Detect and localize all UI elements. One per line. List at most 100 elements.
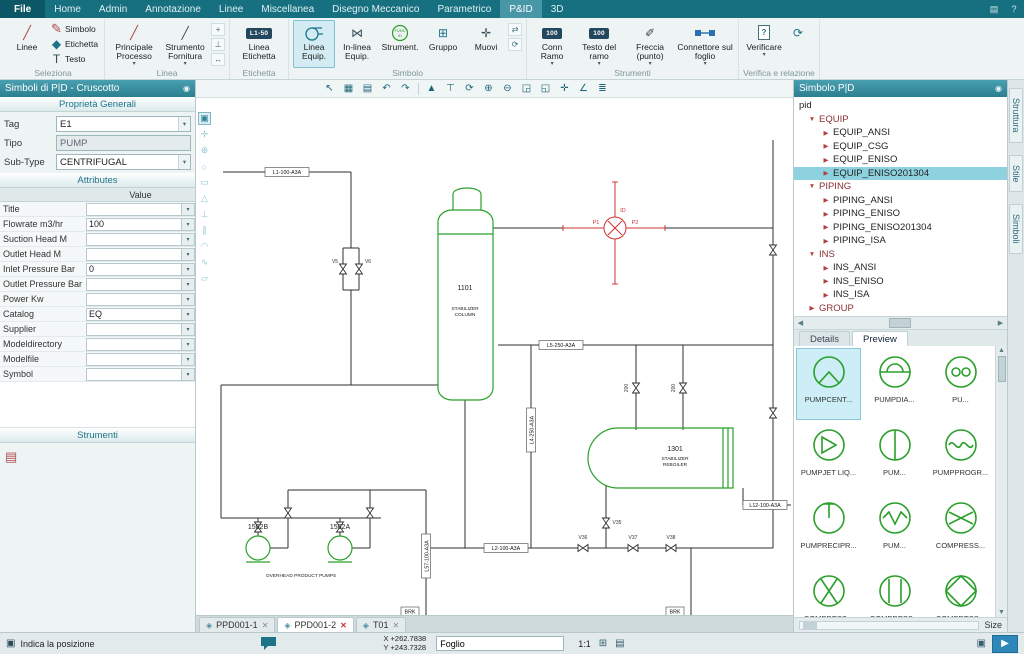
zoom-extents-icon[interactable]: ◱ [540, 83, 551, 94]
section-strumenti[interactable]: Strumenti [0, 428, 195, 443]
tree-node-ins-ansi[interactable]: ▶INS_ANSI [823, 262, 877, 274]
menu-tab-annotazione[interactable]: Annotazione [145, 3, 201, 15]
branch-text-button[interactable]: 100 Testo del ramo▾ [582, 27, 617, 67]
chevron-down-icon[interactable]: ▾ [182, 367, 195, 381]
scroll-down-icon[interactable]: ▼ [998, 609, 1005, 616]
zoom-in-icon[interactable]: ⊕ [484, 83, 493, 94]
supplier-value[interactable] [86, 322, 182, 336]
select-tool-icon[interactable]: ↖ [325, 83, 334, 94]
power-value[interactable] [86, 292, 182, 306]
tree-node-piping[interactable]: ▼PIPING [808, 181, 852, 193]
tree-node-group[interactable]: ▶GROUP [809, 302, 854, 314]
tree-expanded-icon[interactable]: ▼ [808, 250, 816, 258]
chevron-down-icon[interactable]: ▾ [182, 352, 195, 366]
symbol-compressor-3[interactable]: COMPRESS... [862, 567, 927, 617]
section-general-properties[interactable]: Proprietà Generali [0, 97, 195, 112]
tree-node-piping-ansi[interactable]: ▶PIPING_ANSI [823, 194, 893, 206]
menu-tab-parametrico[interactable]: Parametrico [437, 3, 492, 15]
inline-equipment-button[interactable]: ⋈ In-linea Equip. [343, 26, 372, 61]
sheet-name-input[interactable] [436, 636, 565, 651]
snap-perpendicular-icon[interactable]: ⊥ [200, 209, 209, 219]
chevron-down-icon[interactable]: ▾ [182, 292, 195, 306]
group-button[interactable]: ⊞ Gruppo [428, 26, 458, 52]
tab-preview[interactable]: Preview [852, 331, 908, 346]
chevron-down-icon[interactable]: ▾ [182, 202, 195, 216]
line-equipment-button[interactable]: Linea Equip. [293, 20, 336, 68]
tree-collapsed-icon[interactable]: ▶ [823, 291, 829, 299]
instrument-supply-line-button[interactable]: ╱ Strumento Fornitura▾ [165, 26, 205, 67]
export-icon[interactable]: ▣ [976, 638, 986, 649]
close-icon[interactable]: ✕ [392, 620, 400, 630]
save-icon[interactable]: ▦ [343, 83, 354, 94]
grid-toggle-icon[interactable]: ⊞ [598, 638, 608, 649]
scrollbar-thumb[interactable] [889, 318, 912, 328]
chevron-down-icon[interactable]: ▾ [178, 117, 190, 131]
main-process-line-button[interactable]: ╱ Principale Processo▾ [115, 25, 153, 67]
snap-move-icon[interactable]: ✛ [200, 129, 209, 139]
tree-expanded-icon[interactable]: ▼ [808, 183, 816, 191]
flowrate-value[interactable]: 100 [86, 217, 182, 231]
outlet-head-value[interactable] [86, 247, 182, 261]
branch-connection-button[interactable]: 100 Conn Ramo▾ [540, 27, 564, 67]
chevron-down-icon[interactable]: ▾ [182, 262, 195, 276]
symbol-pump[interactable]: PUM... [862, 421, 927, 493]
scale-bar-icon[interactable]: ≣ [598, 83, 607, 94]
inlet-pressure-value[interactable]: 0 [86, 262, 182, 276]
size-slider-thumb[interactable] [803, 621, 817, 629]
tree-node-piping-isa[interactable]: ▶PIPING_ISA [823, 235, 886, 247]
arrow-point-button[interactable]: ✐ Freccia (punto)▾ [636, 26, 665, 67]
tree-node-equip-csg[interactable]: ▶EQUIP_CSG [823, 140, 889, 152]
tree-node-ins-eniso[interactable]: ▶INS_ENISO [823, 275, 884, 287]
chevron-down-icon[interactable]: ▾ [182, 322, 195, 336]
select-label-button[interactable]: ◆Etichetta [51, 37, 99, 51]
tree-horizontal-scrollbar[interactable]: ◀ ▶ [794, 317, 1007, 330]
side-tab-stile[interactable]: Stile [1009, 154, 1023, 193]
menu-tab-pid[interactable]: P&ID [500, 0, 542, 18]
tree-node-ins-isa[interactable]: ▶INS_ISA [823, 289, 870, 301]
symbol-pump-jet[interactable]: PUMPJET LIQ... [796, 421, 861, 493]
select-lines-button[interactable]: ╱ Linee [16, 25, 38, 52]
symbol-pump-screw[interactable]: PUM... [862, 494, 927, 566]
select-symbol-button[interactable]: ✎Simbolo [51, 21, 96, 36]
snap-parallel-icon[interactable]: ∥ [202, 225, 207, 235]
symbol-pump-diaphragm[interactable]: PUMPDIA... [862, 348, 927, 420]
panel-toggle-icon[interactable]: ▤ [989, 3, 999, 14]
menu-tab-miscellanea[interactable]: Miscellanea [261, 3, 315, 15]
tree-collapsed-icon[interactable]: ▶ [823, 210, 829, 218]
chevron-down-icon[interactable]: ▾ [182, 307, 195, 321]
chevron-down-icon[interactable]: ▾ [182, 337, 195, 351]
tab-details[interactable]: Details [799, 331, 851, 346]
symbols-vertical-scrollbar[interactable]: ▲ ▼ [995, 346, 1007, 617]
placement-crosshair[interactable]: ID P1 P2 [562, 181, 666, 285]
verify-button[interactable]: ? Verificare▾ [743, 20, 785, 68]
tree-node-pid[interactable]: pid [799, 100, 812, 112]
tree-node-equip-eniso[interactable]: ▶EQUIP_ENISO [823, 154, 898, 166]
zoom-window-icon[interactable]: ◲ [521, 83, 532, 94]
menu-tab-linee[interactable]: Linee [218, 3, 244, 15]
tree-node-equip[interactable]: ▼EQUIP [808, 113, 849, 125]
scroll-up-icon[interactable]: ▲ [998, 347, 1005, 354]
tag-select[interactable]: E1▾ [56, 116, 191, 132]
menu-tab-home[interactable]: Home [54, 3, 81, 15]
tree-node-piping-eniso201304[interactable]: ▶PIPING_ENISO201304 [823, 221, 932, 233]
undo-icon[interactable]: ↶ [382, 83, 391, 94]
tree-collapsed-icon[interactable]: ▶ [809, 305, 815, 313]
pin-icon[interactable]: ◉ [995, 84, 1002, 93]
tree-expanded-icon[interactable]: ▼ [808, 115, 816, 123]
chevron-down-icon[interactable]: ▾ [178, 155, 190, 169]
snap-polygon-icon[interactable]: ▱ [201, 273, 208, 283]
snap-triangle-icon[interactable]: △ [201, 193, 208, 203]
symbol-pump-reciprocating[interactable]: PUMPRECIPR... [796, 494, 861, 566]
tree-collapsed-icon[interactable]: ▶ [823, 197, 829, 205]
tree-collapsed-icon[interactable]: ▶ [823, 237, 829, 245]
symbol-pump-progressive[interactable]: PUMPPROGR... [928, 421, 993, 493]
pan-up-icon[interactable]: ▲ [426, 83, 437, 94]
snap-node-icon[interactable]: ⊕ [200, 145, 209, 155]
tree-collapsed-icon[interactable]: ▶ [823, 278, 829, 286]
line-label-button[interactable]: L1-50 Linea Etichetta [242, 27, 276, 61]
pid-canvas[interactable]: V5 V6 V35 V36 V37 V38 200 200 [213, 98, 793, 615]
catalog-value[interactable]: EQ [86, 307, 182, 321]
symbol-compressor-2[interactable]: COMPRESS... [796, 567, 861, 617]
scrollbar-thumb[interactable] [997, 356, 1006, 382]
